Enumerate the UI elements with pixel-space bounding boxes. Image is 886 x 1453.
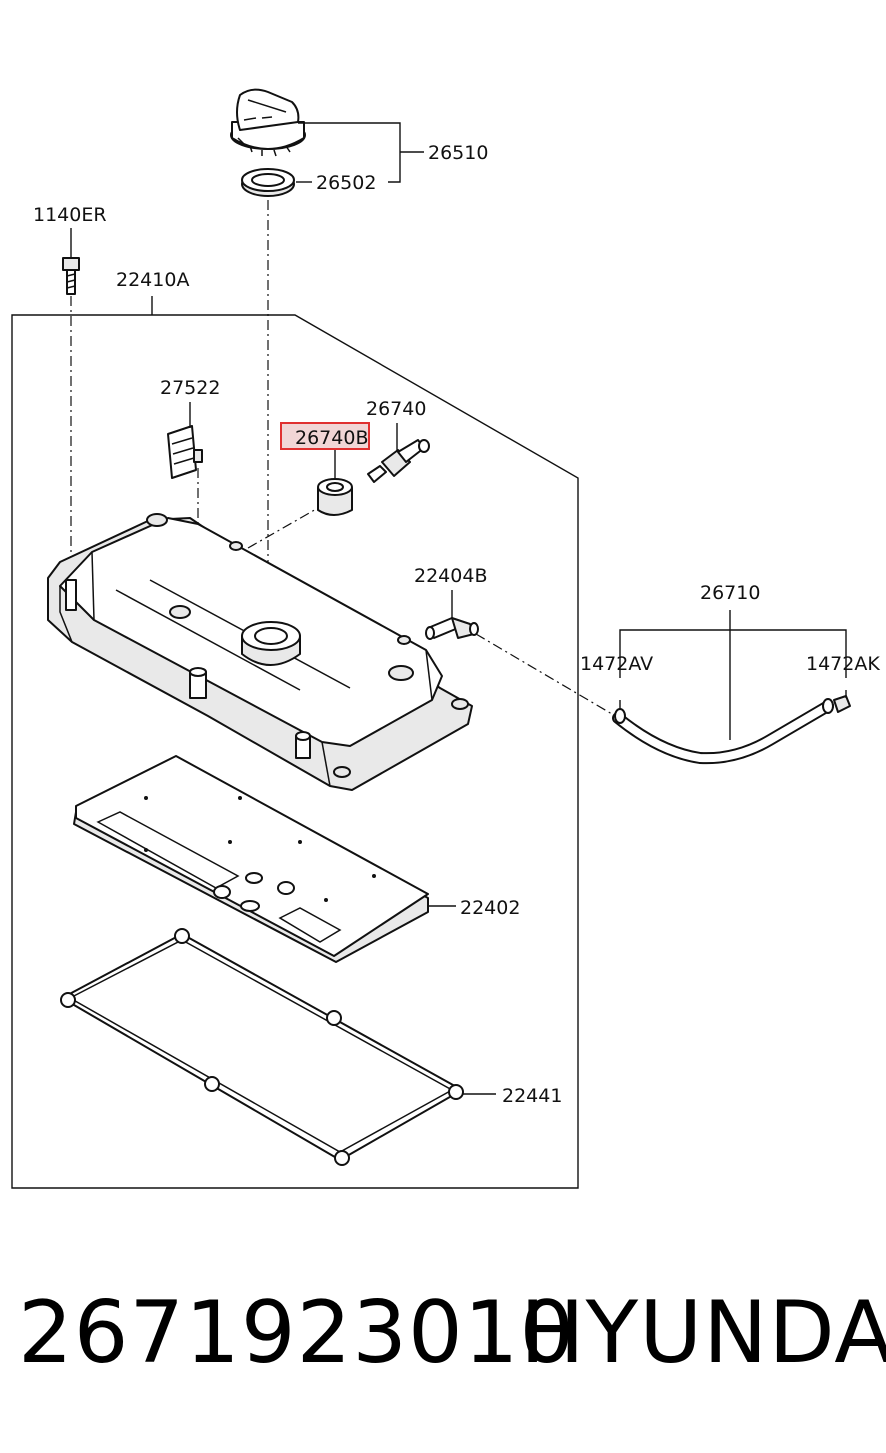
cover-bolt: [62, 257, 80, 295]
pcv-grommet: [317, 478, 353, 516]
label-26502: 26502: [316, 172, 376, 194]
assembly-frame: [11, 314, 579, 1189]
rocker-cover: [47, 513, 473, 791]
label-22402: 22402: [460, 897, 520, 919]
brand-text: HYUNDAI: [520, 1283, 886, 1383]
label-26510: 26510: [428, 142, 488, 164]
label-22410A: 22410A: [116, 269, 189, 291]
baffle-plate: [73, 755, 429, 963]
pcv-valve: [367, 439, 430, 483]
wire-clip: [167, 425, 203, 479]
cover-gasket: [60, 928, 464, 1166]
label-26710: 26710: [700, 582, 760, 604]
breather-fitting: [425, 617, 479, 640]
label-22441: 22441: [502, 1085, 562, 1107]
label-1472AV: 1472AV: [580, 653, 653, 675]
breather-hose: [612, 695, 851, 765]
label-1140ER: 1140ER: [33, 204, 107, 226]
label-26740B: 26740B: [295, 427, 368, 449]
label-26740: 26740: [366, 398, 426, 420]
label-1472AK: 1472AK: [806, 653, 880, 675]
label-22404B: 22404B: [414, 565, 487, 587]
part-number-text: 2671923010: [18, 1283, 576, 1383]
oil-filler-cap: [230, 88, 306, 157]
highlight-box-26740B: [280, 422, 370, 450]
cap-gasket: [241, 168, 295, 197]
label-27522: 27522: [160, 377, 220, 399]
